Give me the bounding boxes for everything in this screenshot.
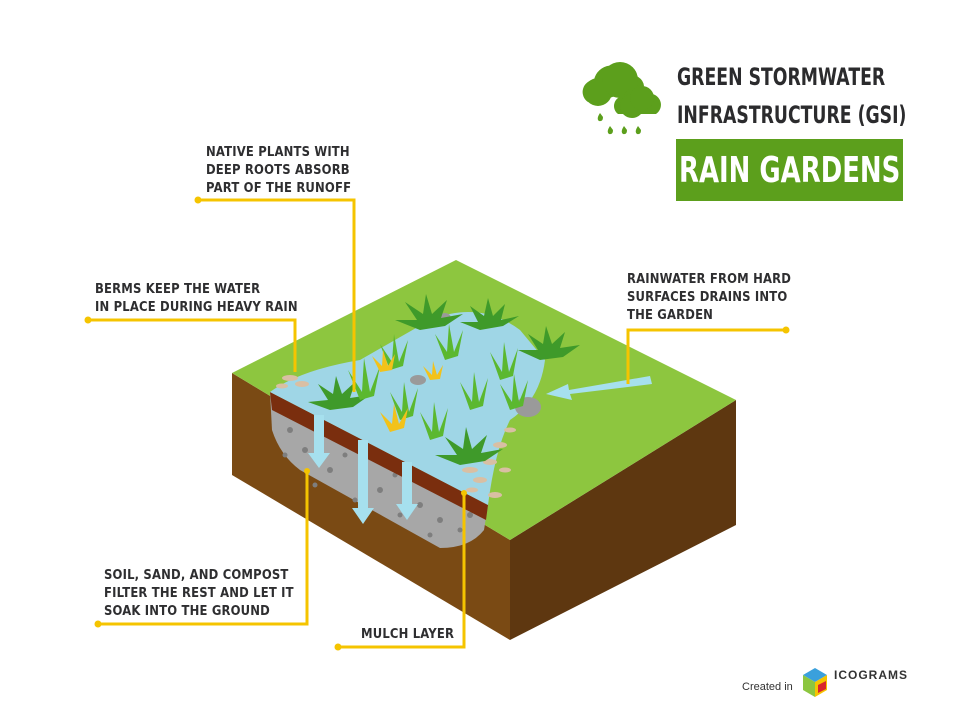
mulch-layer [270, 392, 488, 520]
callout-line: NATIVE PLANTS WITH [206, 144, 350, 160]
title-line-1: GREEN STORMWATER [677, 63, 886, 91]
callout-native-plants: NATIVE PLANTS WITH DEEP ROOTS ABSORB PAR… [206, 143, 351, 197]
brand-name: ICOGRAMS [834, 668, 908, 682]
created-in-text: Created in [742, 681, 793, 693]
rain-cloud-icon [582, 62, 661, 135]
icograms-logo [803, 668, 827, 697]
callout-line: SURFACES DRAINS INTO [627, 289, 788, 305]
callout-line: DEEP ROOTS ABSORB [206, 162, 350, 178]
callout-line: SOAK INTO THE GROUND [104, 603, 270, 619]
plants [308, 294, 580, 465]
callout-line: BERMS KEEP THE WATER [95, 281, 261, 297]
callout-line: PART OF THE RUNOFF [206, 180, 352, 196]
berm-stones [276, 375, 516, 498]
soil-right-face [510, 400, 736, 640]
callout-line: MULCH LAYER [361, 626, 455, 642]
title-line-2: INFRASTRUCTURE (GSI) [677, 101, 907, 129]
leader-dots [84, 196, 790, 651]
callout-mulch: MULCH LAYER [361, 625, 454, 643]
page-title: GREEN STORMWATER INFRASTRUCTURE (GSI) [677, 58, 906, 134]
leader-lines [88, 198, 786, 649]
callout-rainwater: RAINWATER FROM HARD SURFACES DRAINS INTO… [627, 270, 791, 324]
callout-berms: BERMS KEEP THE WATER IN PLACE DURING HEA… [95, 280, 298, 316]
callout-line: IN PLACE DURING HEAVY RAIN [95, 299, 298, 315]
gravel-stones [282, 427, 473, 538]
rain-gardens-badge: RAIN GARDENS [676, 139, 903, 201]
infiltration-arrows [308, 415, 418, 524]
callout-line: THE GARDEN [627, 307, 714, 323]
badge-text: RAIN GARDENS [678, 149, 901, 191]
callout-line: RAINWATER FROM HARD [627, 271, 792, 287]
runoff-arrow [546, 376, 652, 400]
callout-line: FILTER THE REST AND LET IT [104, 585, 294, 601]
callout-soil: SOIL, SAND, AND COMPOST FILTER THE REST … [104, 566, 294, 620]
callout-line: SOIL, SAND, AND COMPOST [104, 567, 289, 583]
